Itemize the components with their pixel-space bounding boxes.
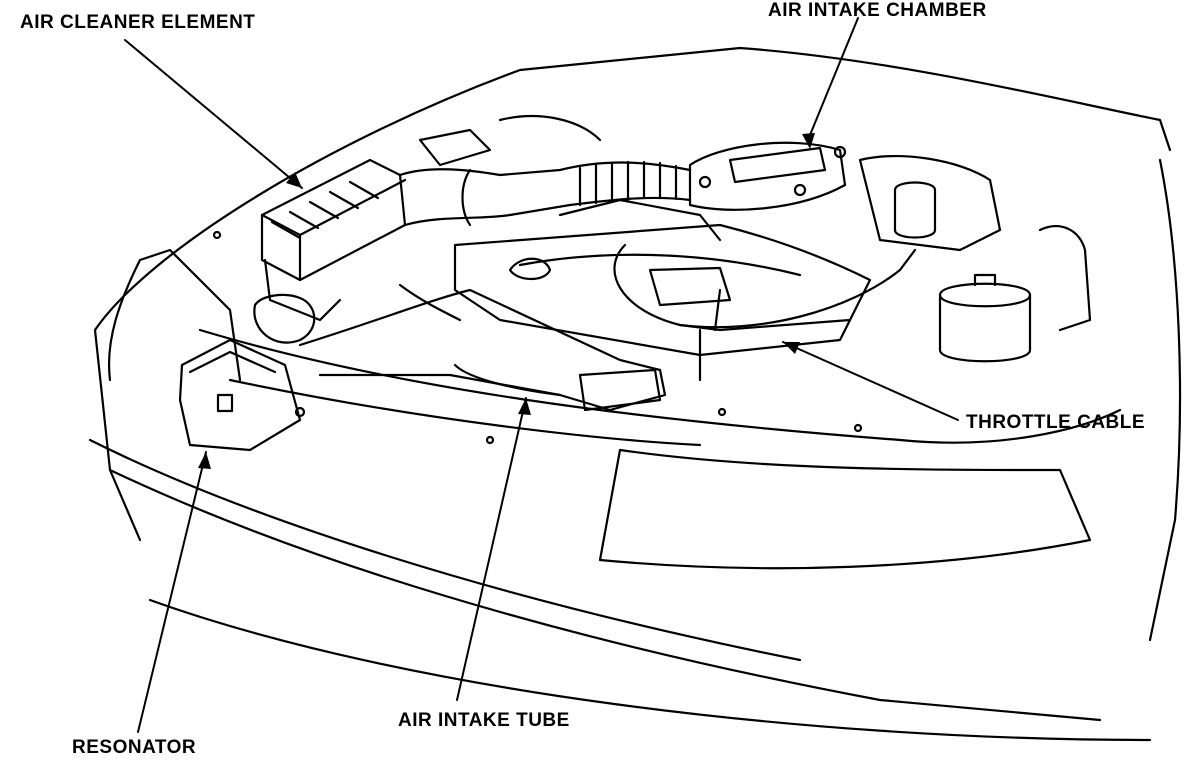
arrow-chamber [802, 133, 815, 149]
leader-resonator [137, 451, 207, 733]
label-air-cleaner-element: AIR CLEANER ELEMENT [20, 12, 256, 33]
reservoir [938, 225, 1092, 363]
arrowheads [198, 133, 815, 469]
leader-tube [456, 397, 527, 701]
air-cleaner-housing [260, 158, 407, 322]
leader-lines [124, 17, 959, 733]
hood-front-panel [198, 328, 1122, 570]
arrow-throttle [783, 342, 800, 354]
leader-air-cleaner [124, 39, 303, 189]
label-air-intake-chamber: AIR INTAKE CHAMBER [768, 0, 987, 21]
resonator-body [178, 293, 316, 452]
arrow-tube [518, 398, 531, 415]
air-intake-tube [298, 283, 667, 412]
arrow-resonator [198, 452, 211, 469]
leader-throttle [782, 341, 959, 421]
leader-chamber [809, 17, 859, 136]
arrow-air-cleaner [286, 172, 302, 188]
intake-duct [398, 160, 692, 227]
label-throttle-cable: THROTTLE CABLE [966, 412, 1146, 433]
air-intake-chamber [688, 141, 847, 211]
label-resonator: RESONATOR [72, 737, 197, 758]
label-air-intake-tube: AIR INTAKE TUBE [398, 710, 570, 731]
throttle-cable-line [613, 243, 917, 382]
car-body-outline [88, 46, 1182, 742]
bolts [212, 230, 863, 445]
engine-block [418, 114, 1002, 357]
